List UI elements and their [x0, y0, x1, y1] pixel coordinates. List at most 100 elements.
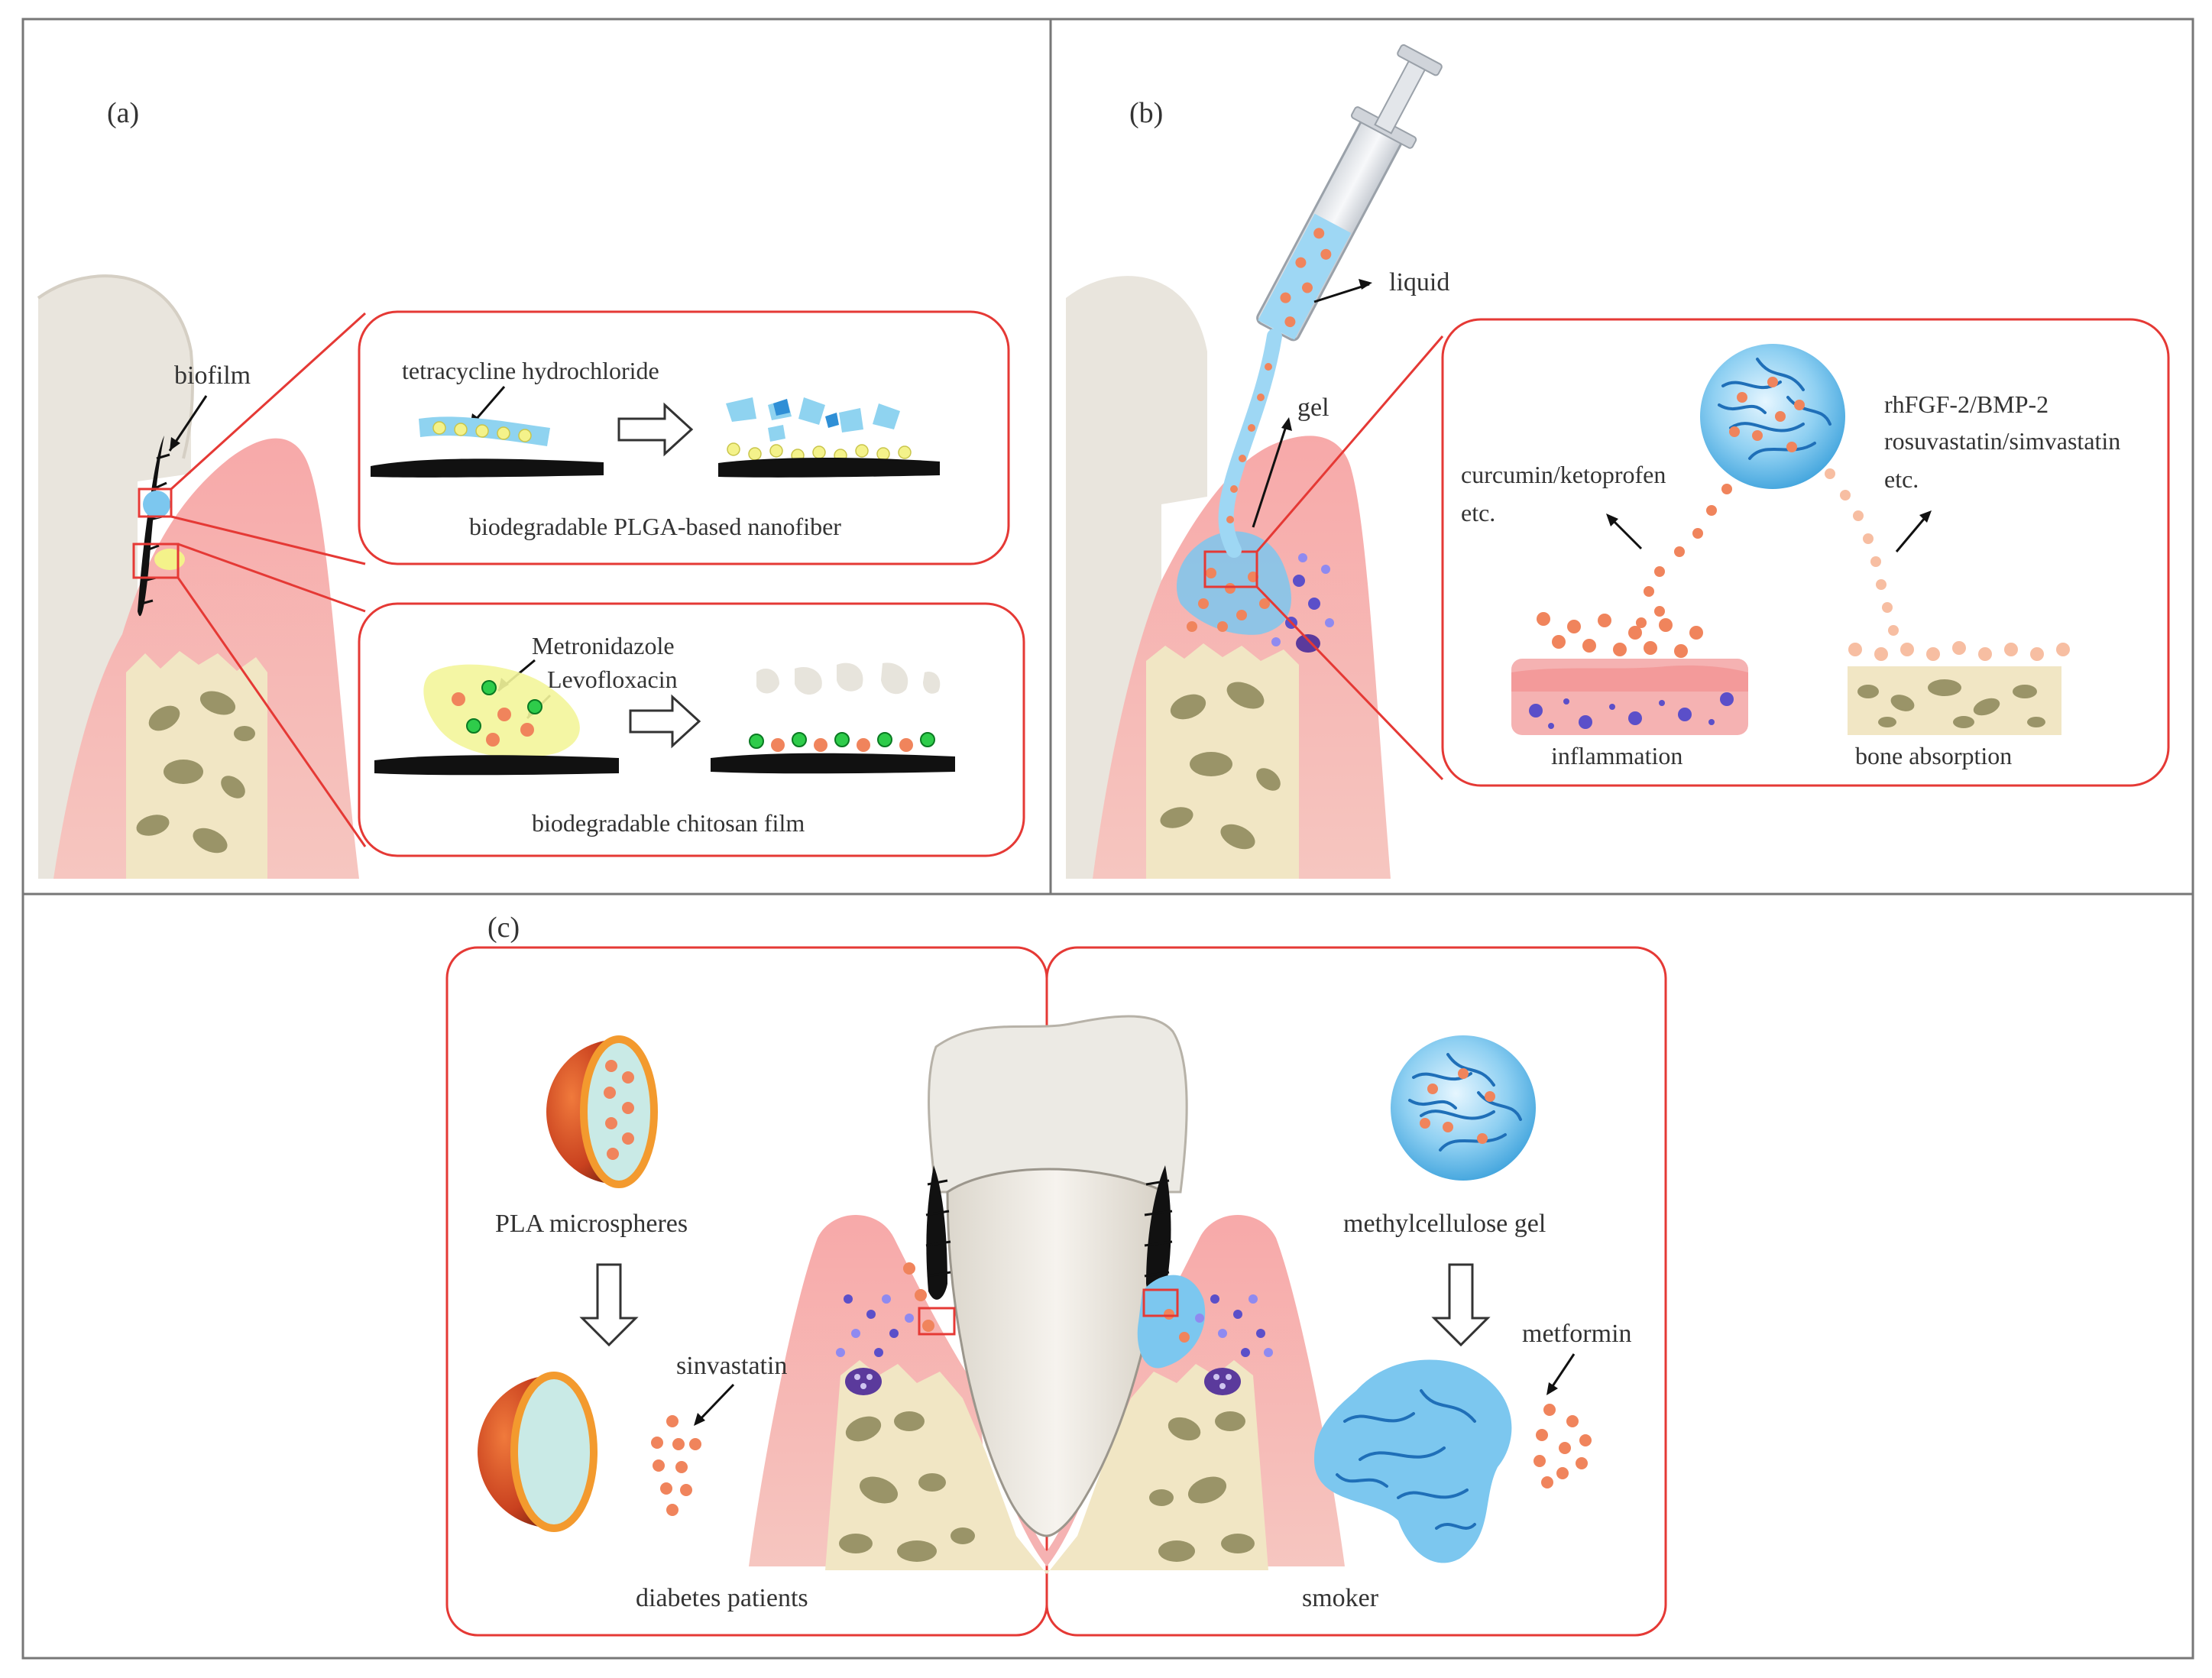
panel-a-nanofiber-blob [143, 491, 170, 518]
panel-c-letter: (c) [487, 912, 520, 944]
panel-a-bottom-hollow-arrow [629, 694, 701, 749]
sinvastatin-arrow [695, 1383, 735, 1424]
right-pocket-gel [1137, 1275, 1206, 1369]
right-osteoclast [1204, 1368, 1241, 1395]
syringe-liquid [1258, 213, 1352, 340]
syringe-drug-dots [1280, 228, 1332, 328]
methylcellulose-sphere [1391, 1035, 1536, 1181]
rhfgf-label: rhFGF-2/BMP-2 [1884, 390, 2048, 418]
pla-microsphere-empty [478, 1372, 598, 1532]
fragmented-fiber-dark [773, 399, 839, 428]
sinvastatin-label: sinvastatin [676, 1352, 787, 1380]
right-etc-label: etc. [1884, 465, 1919, 493]
panel-c-periodontium [749, 1015, 1345, 1574]
panel-a-top-biofilm-right [718, 458, 940, 478]
liquid-label: liquid [1389, 268, 1449, 296]
metronidazole-label: Metronidazole [532, 632, 675, 659]
bone-slab-spots [1857, 679, 2045, 728]
inflamed-tissue-cells [1529, 692, 1734, 729]
pla-microsphere-full [546, 1035, 658, 1188]
liquid-arrowhead [1359, 279, 1372, 290]
left-release-arrowhead [1606, 513, 1618, 526]
osteoclast-nuclei [854, 1374, 1232, 1389]
biofilm-fringes [925, 1179, 1173, 1278]
left-etc-label: etc. [1461, 499, 1495, 526]
right-release-arrow [1895, 513, 1930, 552]
pla-sphere-drug-dots [604, 1060, 634, 1160]
tooth-root [946, 1168, 1167, 1537]
nanofiber-drug-dots [432, 421, 532, 442]
panel-b-tooth [1066, 276, 1207, 879]
fragmented-fiber [726, 397, 900, 442]
sinvastatin-arrowhead [694, 1413, 705, 1426]
gel-arrow [1252, 421, 1289, 528]
central-bone [825, 1360, 1268, 1574]
syringe-plunger [1374, 56, 1429, 134]
bone-absorption-caption: bone absorption [1855, 742, 2012, 769]
inflamed-tissue-top [1511, 665, 1748, 692]
syringe-plunger-cap [1397, 44, 1443, 76]
panel-a-biofilm [138, 436, 164, 617]
biofilm-label: biofilm [174, 361, 251, 390]
smoker-caption: smoker [1302, 1584, 1379, 1612]
tooth-crown [928, 1015, 1188, 1194]
panel-a-bottom-biofilm-right [711, 753, 955, 774]
panel-a-callout-box-bottom [132, 543, 180, 579]
panel-a-callout-lines [170, 312, 367, 847]
swollen-gel-fibers [1336, 1389, 1476, 1530]
tube-drug-dots [1226, 363, 1272, 523]
central-cells [836, 1262, 1273, 1357]
methylcellulose-drug-dots [1420, 1068, 1495, 1144]
left-osteoclast [845, 1368, 882, 1395]
gel-label: gel [1297, 394, 1329, 422]
metformin-arrow [1548, 1353, 1576, 1391]
panel-frames [21, 18, 2194, 1660]
chitosan-caption: biodegradable chitosan film [532, 809, 805, 837]
right-biofilm [1146, 1165, 1171, 1298]
diabetes-caption: diabetes patients [636, 1584, 808, 1612]
methylcellulose-label: methylcellulose gel [1343, 1210, 1546, 1238]
chitosan-drug-dots [452, 680, 542, 747]
panel-a-tooth-edge [37, 274, 194, 459]
pla-empty-face [510, 1372, 598, 1532]
panel-a-callout-box-top [138, 488, 173, 518]
panel-b: (b) [1066, 44, 2170, 879]
panel-b-gum-dots [1187, 553, 1334, 646]
syringe-tube [1218, 329, 1282, 558]
syringe [1218, 44, 1443, 558]
right-drug-stream [1825, 468, 2070, 661]
gel-arrowhead [1281, 417, 1292, 431]
panel-b-gel-drug-dots [1729, 377, 1805, 452]
sinvastatin-dots [651, 1415, 701, 1516]
left-drug-stream [1537, 484, 1732, 658]
rosuvastatin-label: rosuvastatin/simvastatin [1884, 427, 2120, 455]
biofilm-arrowhead [170, 437, 180, 451]
released-drug-dots-a2 [749, 732, 935, 752]
dissolved-film-fragments [756, 662, 941, 695]
plga-caption: biodegradable PLGA-based nanofiber [469, 513, 841, 540]
right-release-arrowhead [1919, 510, 1932, 523]
pla-microspheres-label: PLA microspheres [495, 1210, 688, 1238]
panel-b-osteoclast [1296, 634, 1320, 653]
panel-b-bone-spots [1160, 682, 1281, 850]
panel-c-frame [21, 892, 2194, 1660]
central-bone-spots [839, 1411, 1255, 1562]
panel-c-right-callout [1142, 1288, 1179, 1317]
pla-sphere-face [580, 1035, 658, 1188]
methylcellulose-down-arrow [1431, 1263, 1491, 1347]
pla-down-arrow [579, 1263, 639, 1347]
left-biofilm [926, 1165, 947, 1300]
panel-a-letter: (a) [107, 97, 139, 129]
panel-a-tooth [38, 276, 191, 879]
metformin-label: metformin [1522, 1320, 1632, 1348]
panel-a: (a) [37, 97, 1025, 879]
metformin-dots [1534, 1404, 1592, 1488]
liquid-arrow [1313, 283, 1370, 303]
panel-b-callout-lines [1255, 335, 1444, 781]
panel-a-film-blob [154, 549, 185, 570]
curcumin-label: curcumin/ketoprofen [1461, 461, 1666, 488]
panel-a-bottom-biofilm-left [374, 755, 619, 776]
panel-c: (c) [445, 912, 1667, 1637]
tetracycline-label: tetracycline hydrochloride [402, 357, 659, 384]
